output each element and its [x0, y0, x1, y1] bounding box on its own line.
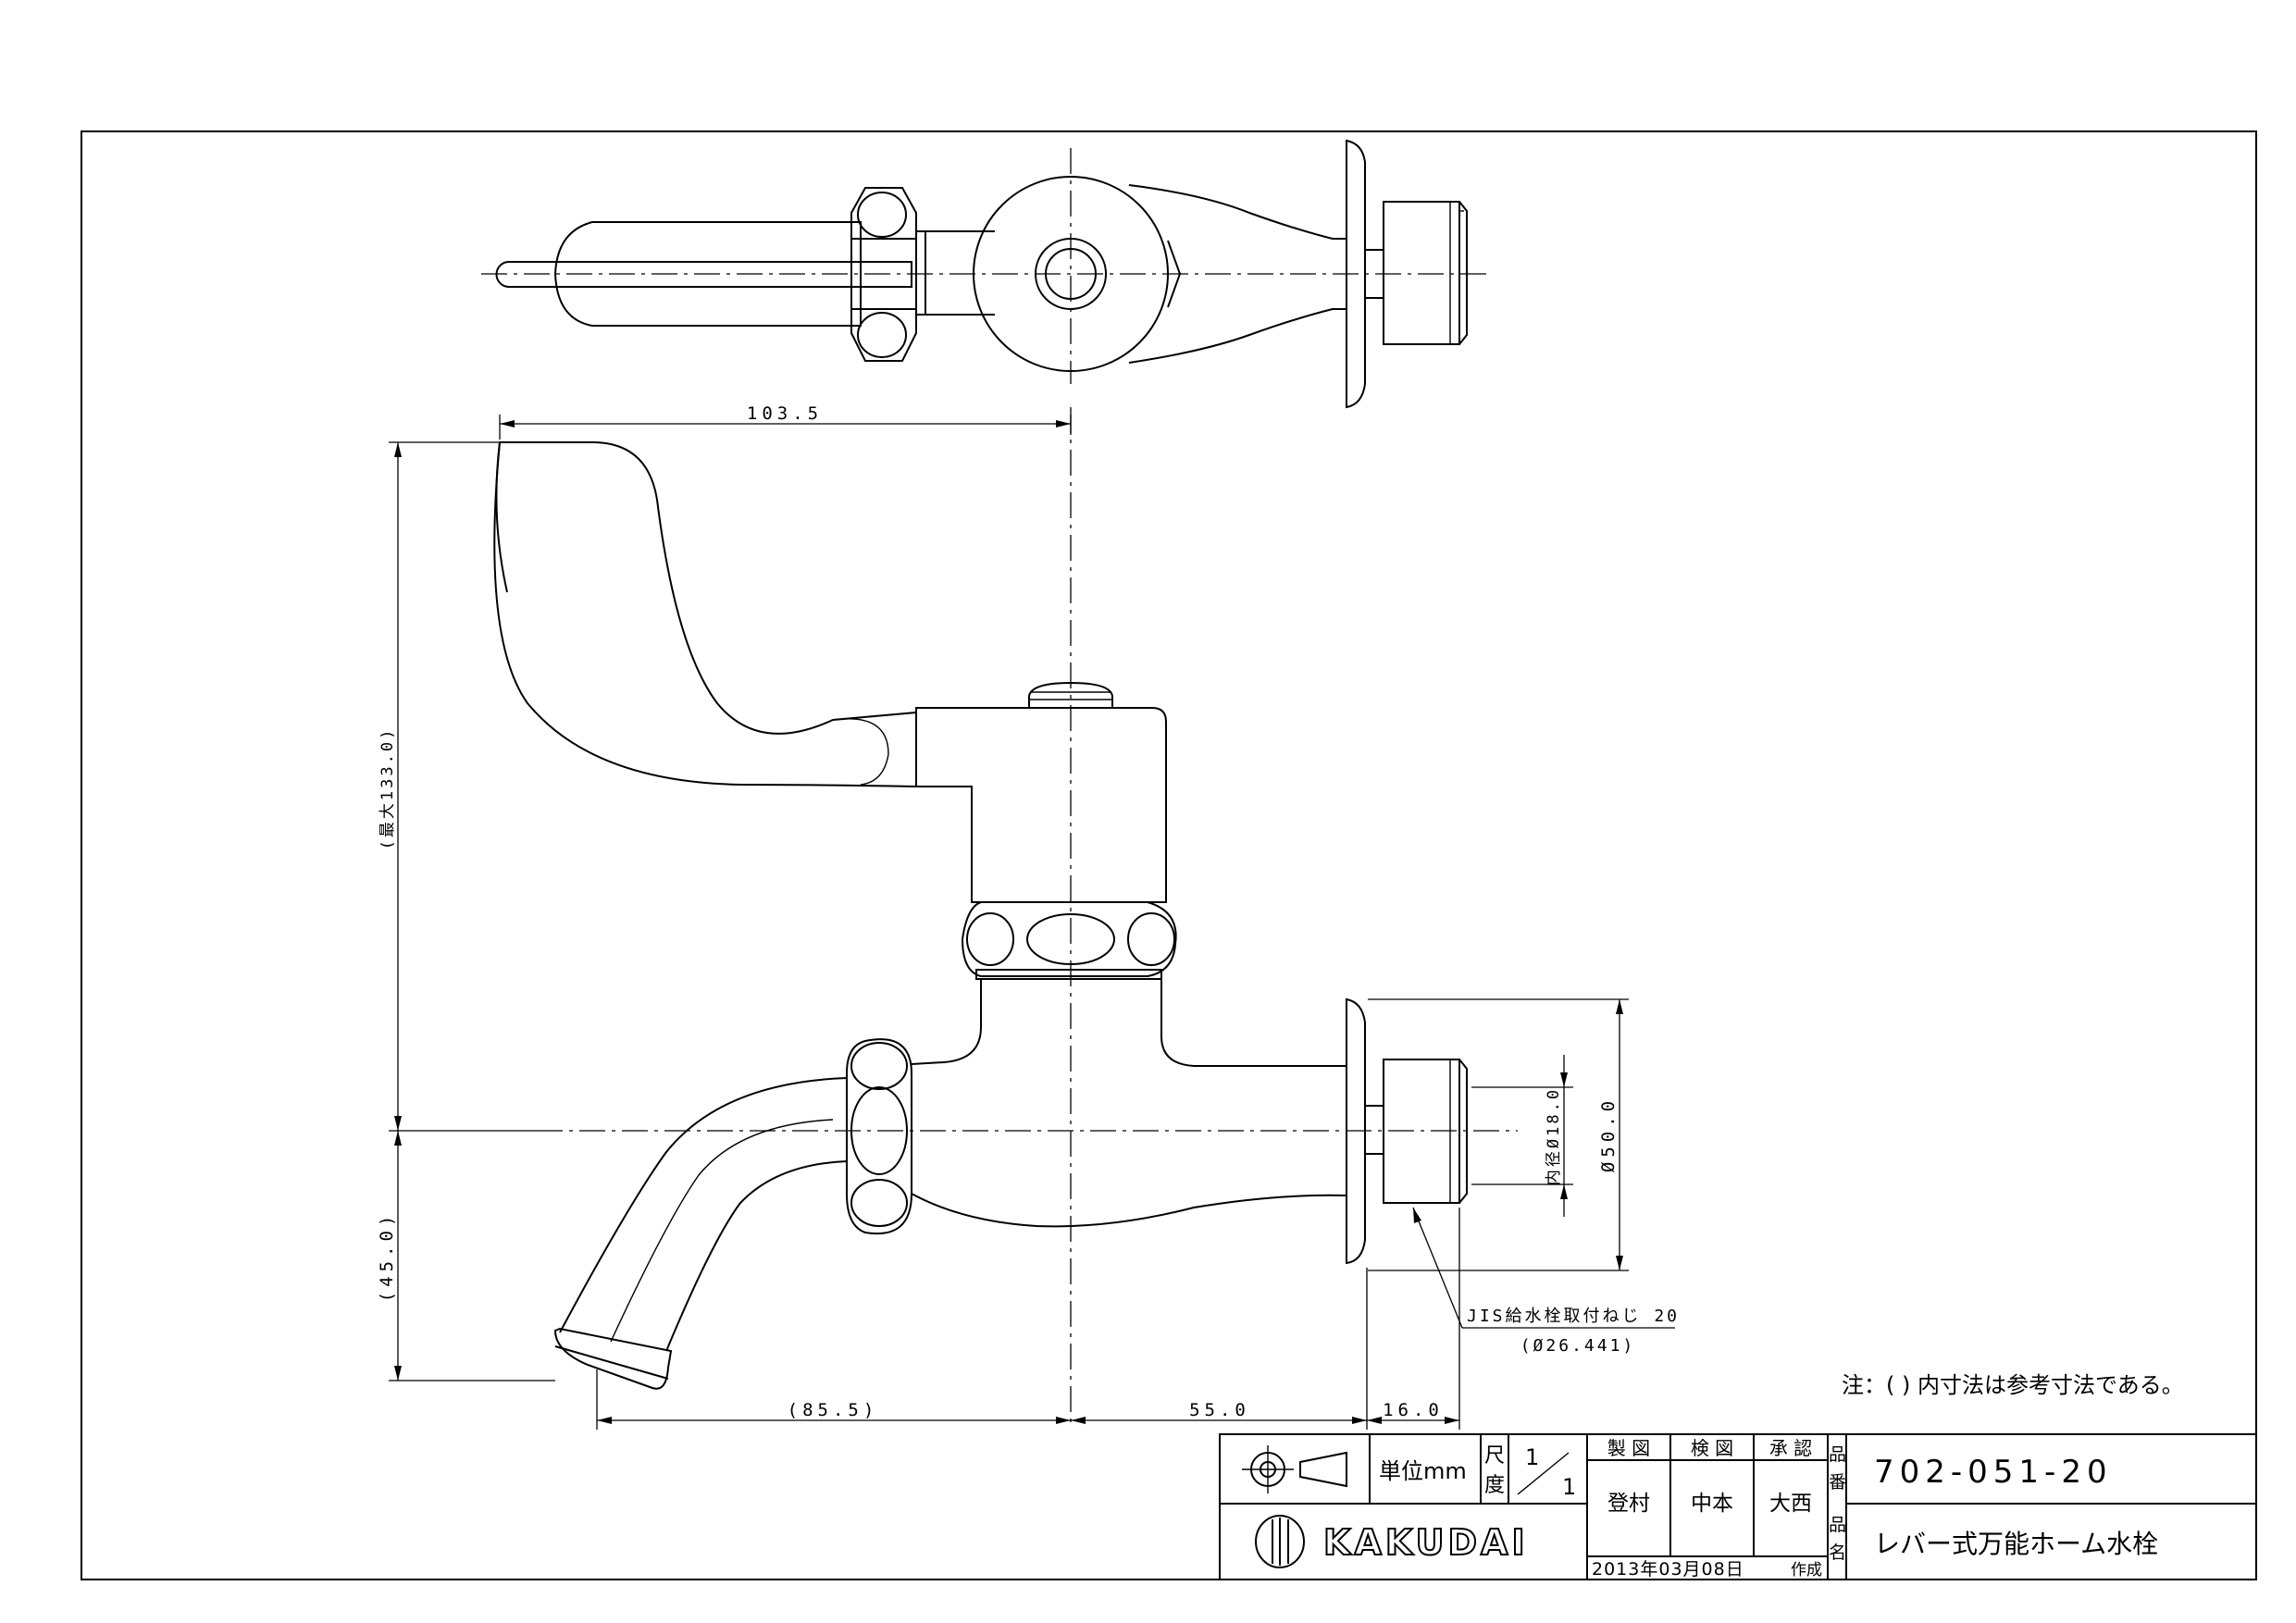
approved-by: 大西 [1769, 1492, 1812, 1516]
drawn-label: 製 図 [1607, 1437, 1650, 1459]
part-no-label-1: 品 [1829, 1444, 1846, 1465]
kakudai-logo: KAKUDAI [1255, 1515, 1529, 1568]
part-no-label-2: 番 [1829, 1472, 1846, 1493]
dim-max-height: (最大133.0) [379, 727, 397, 850]
part-number: 702-051-20 [1874, 1454, 2113, 1491]
part-name-label-1: 品 [1829, 1515, 1846, 1535]
checked-label: 検 図 [1691, 1437, 1733, 1459]
part-name: レバー式万能ホーム水栓 [1874, 1529, 2158, 1559]
scale-denominator: 1 [1562, 1474, 1576, 1500]
drawn-by: 登村 [1607, 1492, 1650, 1516]
dim-thread-len: 16.0 [1383, 1400, 1444, 1420]
date: 2013年03月08日 [1592, 1559, 1744, 1580]
scale-label-1: 尺 [1484, 1444, 1505, 1468]
dim-inner-dia: 内径Ø18.0 [1545, 1087, 1563, 1185]
scale-numerator: 1 [1525, 1444, 1539, 1470]
part-name-label-2: 名 [1829, 1542, 1846, 1563]
thread-note-1: JIS給水栓取付ねじ 20 [1467, 1307, 1680, 1326]
projection-symbol-icon [1242, 1445, 1347, 1493]
approved-label: 承 認 [1769, 1437, 1812, 1459]
checked-by: 中本 [1691, 1492, 1733, 1516]
scale-label-2: 度 [1484, 1474, 1505, 1497]
logo-text: KAKUDAI [1323, 1522, 1529, 1563]
reference-note: 注：( ) 内寸法は参考寸法である。 [1842, 1372, 2184, 1398]
drawing-frame [81, 130, 2257, 1580]
dim-wall-offset: 55.0 [1189, 1400, 1250, 1420]
created-label: 作成 [1791, 1561, 1822, 1580]
dimensions: 103.5 (最大133.0) (45.0) (85.5) 55.0 16.0 [377, 403, 1680, 1430]
thread-note-2: (Ø26.441) [1520, 1336, 1636, 1356]
title-block: 単位mm 尺 度 1 1 製 図 検 図 承 認 登村 中本 大西 品 番 70… [1219, 1433, 2257, 1580]
dim-spout-reach: (85.5) [788, 1400, 879, 1420]
dim-top-width: 103.5 [747, 403, 823, 424]
dim-flange-dia: Ø50.0 [1598, 1096, 1619, 1172]
unit-label: 単位mm [1379, 1458, 1467, 1484]
dim-spout-drop: (45.0) [377, 1211, 397, 1303]
front-view [493, 407, 1518, 1425]
top-view [481, 139, 1490, 409]
